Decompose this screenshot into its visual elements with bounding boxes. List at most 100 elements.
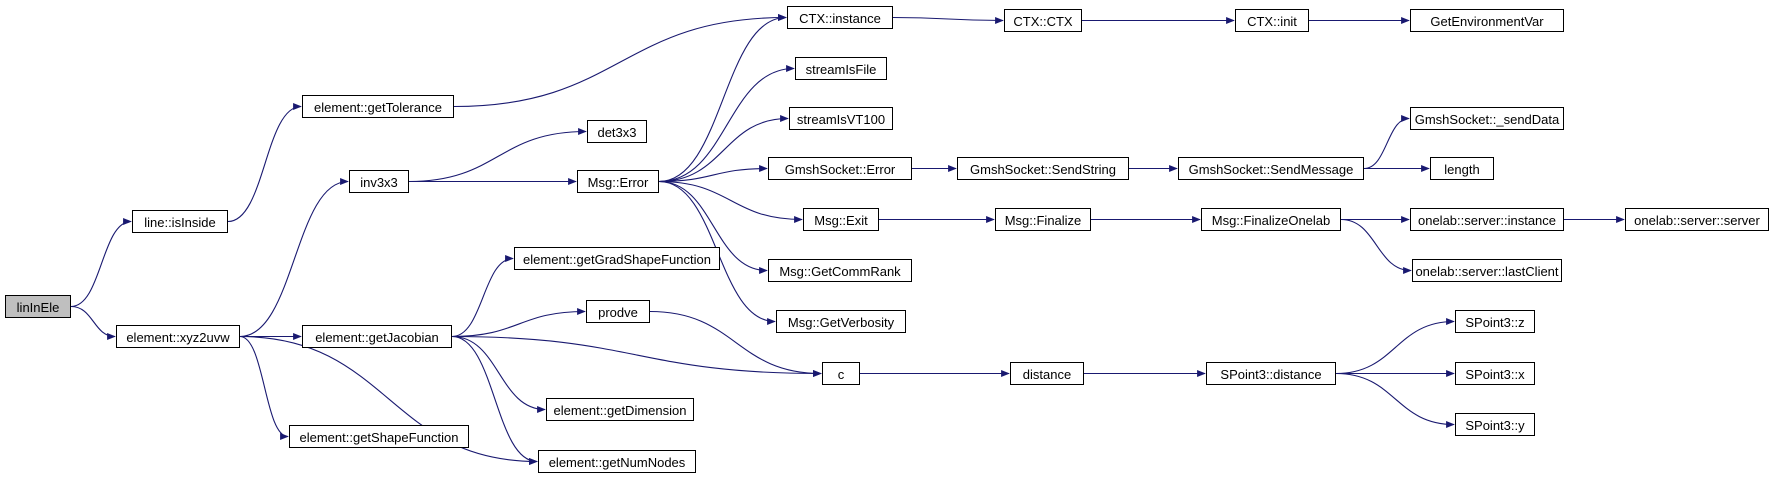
- node-label: CTX::CTX: [1013, 14, 1073, 29]
- edge-xyz2uvw-to-getShapeFunction: [239, 335, 289, 440]
- node-label: GmshSocket::Error: [784, 162, 896, 177]
- node-label: SPoint3::z: [1465, 315, 1525, 330]
- node-msgFinalize[interactable]: Msg::Finalize: [995, 208, 1091, 231]
- node-label: det3x3: [597, 125, 637, 140]
- node-label: c: [837, 367, 845, 382]
- edge-isInside-to-getTolerance: [227, 103, 302, 223]
- node-label: element::xyz2uvw: [126, 330, 230, 345]
- node-sendString[interactable]: GmshSocket::SendString: [957, 157, 1129, 180]
- node-getNumNodes[interactable]: element::getNumNodes: [538, 450, 696, 473]
- node-ctxInstance[interactable]: CTX::instance: [787, 6, 893, 29]
- node-label: Msg::Error: [587, 175, 649, 190]
- edge-getJacobian-to-getNumNodes: [451, 335, 538, 465]
- edge-getJacobian-to-prodve: [451, 307, 586, 338]
- node-sendData[interactable]: GmshSocket::_sendData: [1410, 107, 1564, 130]
- edge-getJacobian-to-c: [451, 335, 822, 378]
- node-label: GmshSocket::SendString: [970, 162, 1116, 177]
- node-label: GmshSocket::_sendData: [1414, 112, 1560, 127]
- node-sp3x[interactable]: SPoint3::x: [1455, 362, 1535, 385]
- node-xyz2uvw[interactable]: element::xyz2uvw: [116, 325, 240, 348]
- edge-linInEle-to-isInside: [70, 218, 132, 308]
- edge-getJacobian-to-getDimension: [451, 335, 546, 414]
- node-label: Msg::GetCommRank: [779, 264, 901, 279]
- node-olServer[interactable]: onelab::server::server: [1625, 208, 1769, 231]
- node-linInEle: linInEle: [5, 295, 71, 318]
- node-label: prodve: [598, 305, 638, 320]
- edge-linInEle-to-xyz2uvw: [70, 305, 116, 341]
- node-det3x3[interactable]: det3x3: [587, 120, 647, 143]
- node-msgExit[interactable]: Msg::Exit: [803, 208, 879, 231]
- edge-inv3x3-to-det3x3: [408, 127, 587, 183]
- node-label: onelab::server::instance: [1417, 213, 1557, 228]
- node-label: GmshSocket::SendMessage: [1188, 162, 1354, 177]
- edge-msgError-to-ctxInstance: [658, 14, 787, 183]
- node-streamIsVT100[interactable]: streamIsVT100: [789, 107, 893, 130]
- edge-prodve-to-c: [649, 310, 822, 378]
- edge-ctxInstance-to-ctxCtx: [892, 16, 1004, 25]
- edge-msgError-to-streamIsVT100: [658, 114, 789, 183]
- node-isInside[interactable]: line::isInside: [132, 210, 228, 233]
- node-distance[interactable]: distance: [1010, 362, 1084, 385]
- node-c[interactable]: c: [822, 362, 860, 385]
- node-getCommRank[interactable]: Msg::GetCommRank: [768, 259, 912, 282]
- node-label: onelab::server::lastClient: [1415, 264, 1559, 279]
- node-label: inv3x3: [360, 175, 398, 190]
- node-sp3z[interactable]: SPoint3::z: [1455, 310, 1535, 333]
- edge-finalizeOnelab-to-olLastClient: [1340, 218, 1412, 275]
- node-label: CTX::instance: [799, 11, 881, 26]
- node-label: element::getTolerance: [314, 100, 442, 115]
- node-label: CTX::init: [1247, 14, 1297, 29]
- node-olLastClient[interactable]: onelab::server::lastClient: [1412, 259, 1562, 282]
- node-label: streamIsVT100: [796, 112, 886, 127]
- node-ctxInit[interactable]: CTX::init: [1235, 9, 1309, 32]
- node-label: length: [1444, 162, 1480, 177]
- node-label: SPoint3::y: [1465, 418, 1525, 433]
- node-getTolerance[interactable]: element::getTolerance: [302, 95, 454, 118]
- node-label: element::getShapeFunction: [299, 430, 459, 445]
- edge-sp3Distance-to-sp3y: [1335, 372, 1455, 429]
- node-getEnvVar[interactable]: GetEnvironmentVar: [1410, 9, 1564, 32]
- node-sp3y[interactable]: SPoint3::y: [1455, 413, 1535, 436]
- node-label: element::getJacobian: [315, 330, 439, 345]
- node-getJacobian[interactable]: element::getJacobian: [302, 325, 452, 348]
- node-getDimension[interactable]: element::getDimension: [546, 398, 694, 421]
- edge-xyz2uvw-to-inv3x3: [239, 178, 349, 338]
- node-olInstance[interactable]: onelab::server::instance: [1410, 208, 1564, 231]
- node-inv3x3[interactable]: inv3x3: [349, 170, 409, 193]
- node-sendMessage[interactable]: GmshSocket::SendMessage: [1178, 157, 1364, 180]
- edge-xyz2uvw-to-getNumNodes: [239, 335, 538, 466]
- node-msgError[interactable]: Msg::Error: [577, 170, 659, 193]
- node-label: Msg::FinalizeOnelab: [1211, 213, 1331, 228]
- node-label: streamIsFile: [805, 62, 877, 77]
- node-label: linInEle: [16, 300, 60, 315]
- node-label: element::getGradShapeFunction: [523, 252, 711, 267]
- node-ctxCtx[interactable]: CTX::CTX: [1004, 9, 1082, 32]
- edge-sp3Distance-to-sp3z: [1335, 317, 1455, 375]
- edge-msgError-to-streamIsFile: [658, 64, 795, 183]
- node-getShapeFunction[interactable]: element::getShapeFunction: [289, 425, 469, 448]
- edge-sendMessage-to-sendData: [1363, 114, 1410, 170]
- node-getGradShapeFunction[interactable]: element::getGradShapeFunction: [514, 247, 720, 270]
- node-label: SPoint3::distance: [1220, 367, 1322, 382]
- node-label: element::getNumNodes: [548, 455, 686, 470]
- node-finalizeOnelab[interactable]: Msg::FinalizeOnelab: [1201, 208, 1341, 231]
- edge-getTolerance-to-ctxInstance: [453, 13, 787, 108]
- node-sp3Distance[interactable]: SPoint3::distance: [1206, 362, 1336, 385]
- node-label: onelab::server::server: [1634, 213, 1760, 228]
- node-gsError[interactable]: GmshSocket::Error: [768, 157, 912, 180]
- node-getVerbosity[interactable]: Msg::GetVerbosity: [776, 310, 906, 333]
- edge-getJacobian-to-getGradShapeFunction: [451, 255, 514, 338]
- node-label: element::getDimension: [553, 403, 687, 418]
- node-label: Msg::GetVerbosity: [787, 315, 895, 330]
- node-label: line::isInside: [144, 215, 216, 230]
- node-label: GetEnvironmentVar: [1430, 14, 1544, 29]
- edge-msgError-to-getCommRank: [658, 180, 768, 275]
- node-label: distance: [1022, 367, 1072, 382]
- node-label: Msg::Finalize: [1004, 213, 1082, 228]
- node-prodve[interactable]: prodve: [586, 300, 650, 323]
- node-streamIsFile[interactable]: streamIsFile: [795, 57, 887, 80]
- node-length[interactable]: length: [1430, 157, 1494, 180]
- edge-msgError-to-msgExit: [658, 180, 803, 224]
